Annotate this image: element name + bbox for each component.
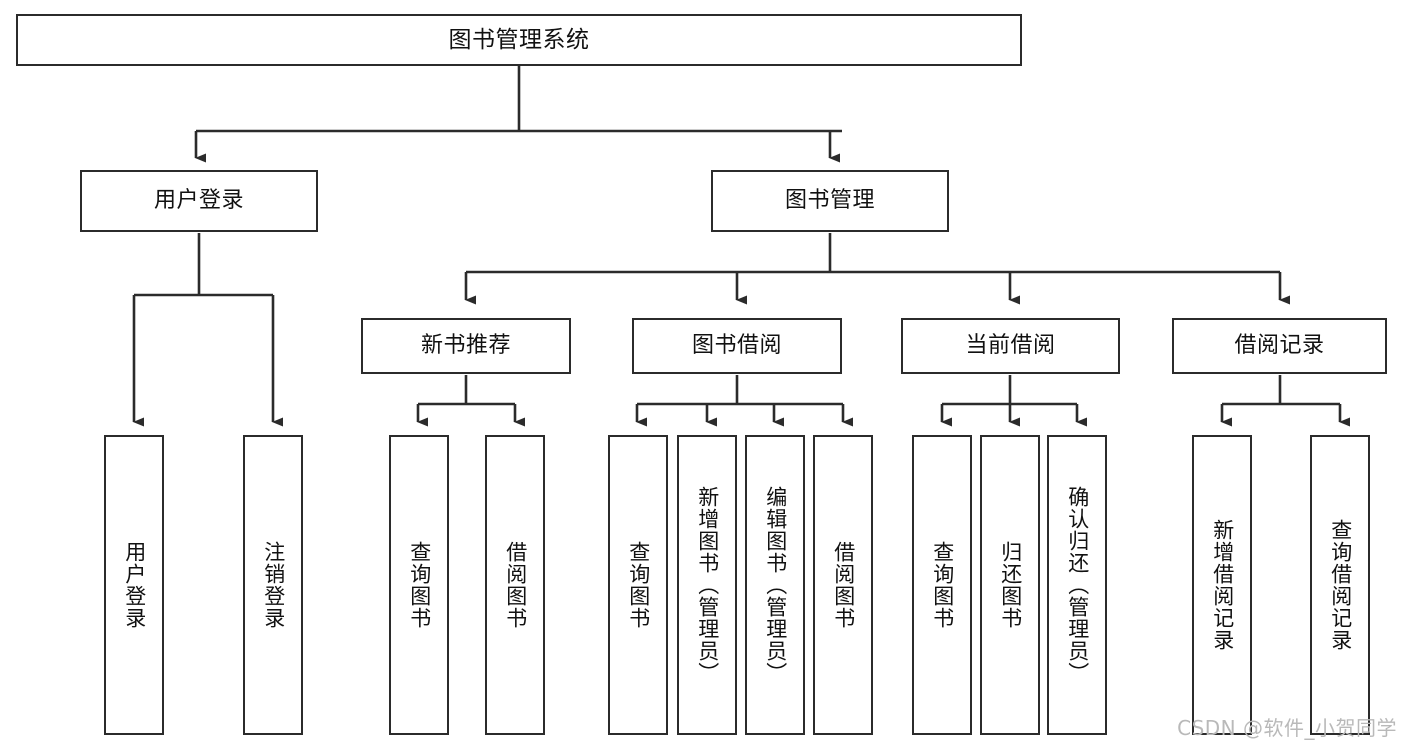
node-label: 确认归还（管理员）	[1065, 486, 1090, 684]
node-current-borrow[interactable]: 当前借阅	[901, 318, 1120, 374]
node-user-login[interactable]: 用户登录	[80, 170, 318, 232]
node-label: 当前借阅	[965, 333, 1056, 359]
node-label: 查询图书	[930, 541, 955, 629]
leaf-add-borrow-record[interactable]: 新增借阅记录	[1192, 435, 1252, 735]
node-label: 借阅记录	[1234, 333, 1325, 359]
leaf-query-books-current[interactable]: 查询图书	[912, 435, 972, 735]
node-label: 用户登录	[153, 188, 244, 214]
leaf-edit-book-admin[interactable]: 编辑图书（管理员）	[745, 435, 805, 735]
node-label: 图书管理系统	[448, 26, 590, 53]
leaf-confirm-return-admin[interactable]: 确认归还（管理员）	[1047, 435, 1107, 735]
node-label: 新增借阅记录	[1210, 519, 1235, 651]
node-label: 注销登录	[261, 541, 286, 629]
watermark-text: CSDN @软件_小贺同学	[1177, 716, 1397, 740]
leaf-return-book[interactable]: 归还图书	[980, 435, 1040, 735]
node-label: 查询图书	[626, 541, 651, 629]
node-new-book-recommend[interactable]: 新书推荐	[361, 318, 571, 374]
node-label: 查询借阅记录	[1328, 519, 1353, 651]
node-label: 查询图书	[407, 541, 432, 629]
node-label: 归还图书	[998, 541, 1023, 629]
node-label: 用户登录	[122, 541, 147, 629]
node-book-borrow[interactable]: 图书借阅	[632, 318, 842, 374]
leaf-borrow-book[interactable]: 借阅图书	[813, 435, 873, 735]
node-label: 编辑图书（管理员）	[763, 486, 788, 684]
node-label: 借阅图书	[503, 541, 528, 629]
leaf-user-logout[interactable]: 注销登录	[243, 435, 303, 735]
node-label: 图书管理	[784, 188, 875, 214]
node-borrow-records[interactable]: 借阅记录	[1172, 318, 1387, 374]
leaf-add-book-admin[interactable]: 新增图书（管理员）	[677, 435, 737, 735]
leaf-query-books-borrow[interactable]: 查询图书	[608, 435, 668, 735]
leaf-user-login[interactable]: 用户登录	[104, 435, 164, 735]
node-label: 新书推荐	[420, 333, 511, 359]
node-label: 图书借阅	[691, 333, 782, 359]
node-book-management[interactable]: 图书管理	[711, 170, 949, 232]
leaf-query-books-new[interactable]: 查询图书	[389, 435, 449, 735]
node-label: 新增图书（管理员）	[695, 486, 720, 684]
node-label: 借阅图书	[831, 541, 856, 629]
leaf-query-borrow-record[interactable]: 查询借阅记录	[1310, 435, 1370, 735]
node-root-system[interactable]: 图书管理系统	[16, 14, 1022, 66]
leaf-borrow-books-new[interactable]: 借阅图书	[485, 435, 545, 735]
